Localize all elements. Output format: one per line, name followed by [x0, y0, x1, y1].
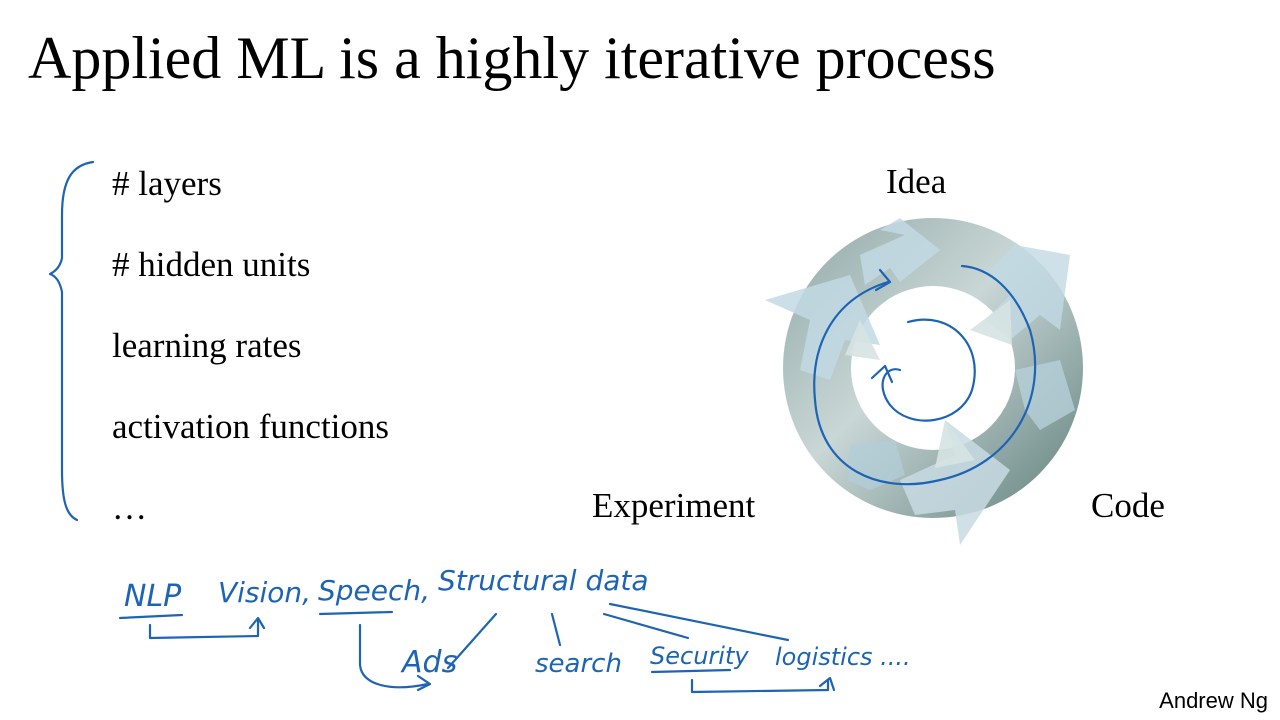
spiral-annotation [813, 264, 1037, 486]
cycle-arrow-bottom-left [848, 440, 905, 490]
structured-example: Ads [400, 645, 457, 680]
cycle-ring [783, 218, 1083, 518]
domain-label: Vision, [218, 576, 311, 609]
hyperparameter-brace [48, 160, 95, 522]
list-item: activation functions [112, 407, 390, 446]
structured-example: logistics .... [775, 643, 911, 671]
cycle-arrow-top [860, 218, 940, 285]
cycle-arrow-bottom [900, 420, 1010, 545]
list-item: … [112, 488, 147, 527]
cycle-label-idea: Idea [886, 162, 947, 201]
cycle-arrow-inner [845, 300, 1012, 468]
author-footer: Andrew Ng [1159, 688, 1268, 713]
domain-label: NLP [124, 579, 182, 614]
slide-title: Applied ML is a highly iterative process [28, 25, 996, 91]
domain-label: Structural data [438, 564, 649, 597]
cycle-label-experiment: Experiment [592, 486, 756, 525]
list-item: # layers [112, 164, 222, 203]
cycle-arrow-right-lower [1015, 360, 1075, 430]
cycle-label-code: Code [1091, 486, 1165, 525]
structured-example: search [535, 649, 622, 679]
list-item: learning rates [112, 326, 302, 365]
structured-example: Security [650, 642, 749, 670]
list-item: # hidden units [112, 245, 311, 284]
domain-label: Speech, [318, 574, 430, 607]
